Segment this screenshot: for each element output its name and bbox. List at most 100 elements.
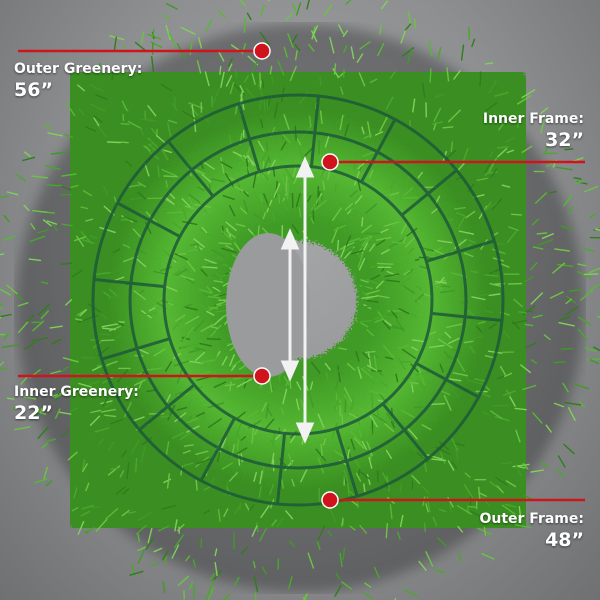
pine-needle [6,284,18,295]
pine-needle [71,507,79,512]
pine-needle [164,556,168,565]
pine-needle [260,505,270,519]
pine-needle [247,383,251,394]
pine-needle [555,166,573,171]
pine-needle [163,149,173,154]
pine-needle [174,412,187,423]
pine-needle [163,478,172,484]
pine-needle [506,149,514,154]
pine-needle [98,438,104,445]
pine-needle [411,384,414,393]
pine-needle [60,262,73,265]
pine-needle [577,263,587,267]
pine-needle [389,71,396,80]
pine-needle [172,269,182,276]
pine-needle [496,115,514,122]
pine-needle [137,289,145,295]
pine-needle [364,203,377,215]
pine-needle [67,451,78,461]
pine-needle [14,173,27,182]
pine-needle [225,244,234,251]
pine-needle [344,124,349,137]
pine-needle [409,381,419,385]
pine-needle [330,395,342,406]
pine-needle [254,592,257,600]
pine-needle [225,221,237,232]
pine-needle [341,581,352,590]
pine-needle [126,462,130,480]
pine-needle [95,94,108,101]
pine-needle [563,194,573,207]
pine-needle [373,315,388,320]
pine-needle [98,62,102,73]
pine-needle [530,359,538,364]
pine-needle [432,121,444,125]
pine-needle [210,178,226,183]
pine-needle [111,68,114,82]
pine-needle [415,371,430,376]
pine-needle [389,504,393,520]
pine-needle [267,159,276,175]
pine-needle [341,518,344,527]
pine-needle [375,236,392,241]
pine-needle [444,351,453,360]
pine-needle [298,207,302,218]
pine-needle [355,351,360,362]
pine-needle [69,407,80,412]
pine-needle [454,391,460,399]
pine-needle [361,216,364,227]
pine-needle [350,396,355,411]
pine-needle [402,285,415,294]
pine-needle [464,472,471,478]
pine-needle [166,211,184,214]
pine-needle [245,158,250,175]
pine-needle [366,474,371,486]
pine-needle [429,331,437,335]
pine-needle [500,263,510,268]
pine-needle [347,482,350,496]
pine-needle [448,109,461,123]
pine-needle [54,390,68,399]
pine-needle [283,46,288,58]
pine-needle [0,195,9,198]
pine-needle [510,213,522,216]
pine-needle [233,505,242,515]
pine-needle [208,303,222,311]
pine-needle [234,68,238,79]
pine-needle [448,337,460,344]
pine-needle [428,40,433,57]
pine-needle [593,346,600,352]
pine-needle [361,440,367,450]
pine-needle [488,157,498,172]
frame-spoke [167,140,215,198]
pine-needle [180,26,196,35]
pine-needle [234,104,238,115]
pine-needle [443,395,452,411]
pine-needle [397,357,407,371]
pine-needle [0,367,7,370]
pine-needle [335,377,340,390]
pine-needle [151,405,160,414]
pine-needle [81,504,94,510]
pine-needle [229,381,232,392]
pine-needle [356,53,364,63]
pine-needle [578,316,592,326]
pine-needle [404,227,418,239]
pine-needle [334,450,345,458]
pine-needle [369,243,376,252]
pine-needle [45,438,56,443]
pine-needle [259,193,263,203]
pine-needle [447,460,455,471]
pine-needle [387,447,393,456]
pine-needle [62,357,79,363]
pine-needle [176,406,188,411]
pine-needle [560,348,574,350]
pine-needle [244,503,251,512]
pine-needle [194,351,206,361]
pine-needle [575,180,585,184]
pine-needle [283,114,290,130]
pine-needle [74,318,83,321]
pine-needle [466,379,484,385]
pine-needle [145,367,163,371]
